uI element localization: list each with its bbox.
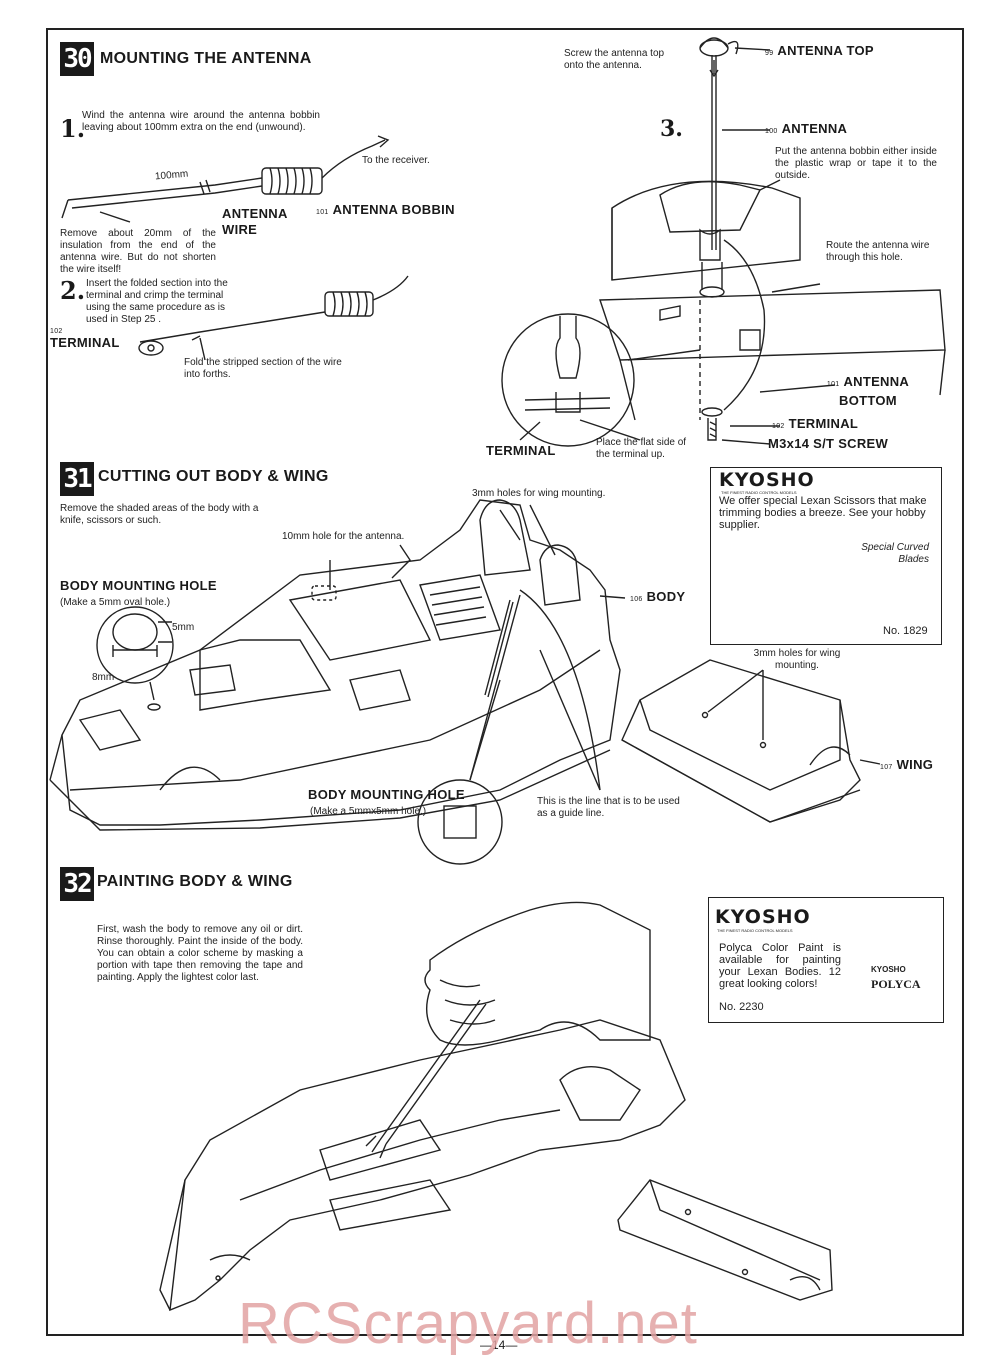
item-number-1829: No. 1829 [883, 625, 928, 637]
part-number: 101 [826, 381, 840, 388]
kyosho-scissors-ad: KYOSHO THE FINEST RADIO CONTROL MODELS W… [710, 467, 942, 645]
curved-blades-note: Special Curved Blades [861, 542, 929, 565]
remove-insulation-text: Remove about 20mm of the insulation from… [60, 228, 216, 275]
wing-holes-note: 3mm holes for wing mounting. [753, 648, 841, 671]
substep-3-number: 3. [660, 116, 683, 142]
antenna-wire-drawing [61, 135, 390, 223]
to-receiver-note: To the receiver. [362, 155, 430, 166]
jar-logo: KYOSHO [871, 965, 906, 974]
step-title-cutting-body: CUTTING OUT BODY & WING [98, 468, 329, 485]
part-number: 107 [880, 764, 893, 771]
screw-label: M3x14 S/T SCREW [768, 436, 889, 451]
dimension-8mm: 8mm [92, 672, 115, 683]
part-number: 101 [316, 209, 329, 216]
antenna-mount-drawing [501, 37, 946, 447]
page-frame [46, 28, 964, 1336]
jar-polyca-label: POLYCA [871, 977, 921, 991]
wing-mount-holes-note: 3mm holes for wing mounting. [472, 488, 606, 499]
dimension-5mm: 5mm [172, 622, 195, 633]
kyosho-paint-ad: KYOSHO THE FINEST RADIO CONTROL MODELS P… [708, 897, 944, 1023]
step-title-mounting-antenna: MOUNTING THE ANTENNA [100, 50, 312, 67]
body-mounting-hole-label: BODY MOUNTING HOLE [60, 578, 217, 593]
screw-antenna-top-note: Screw the antenna top onto the antenna. [564, 48, 665, 71]
body-mounting-hole-2-label: BODY MOUNTING HOLE [308, 787, 465, 802]
painting-instructions: First, wash the body to remove any oil o… [97, 924, 303, 983]
step-title-painting: PAINTING BODY & WING [97, 873, 293, 890]
kyosho-logo: KYOSHO [715, 906, 811, 928]
substep-2-text: Insert the folded section into the termi… [86, 278, 228, 325]
cutting-intro-text: Remove the shaded areas of the body with… [60, 503, 259, 526]
antenna-bobbin-placement-note: Put the antenna bobbin either inside the… [775, 146, 937, 181]
kyosho-tagline: THE FINEST RADIO CONTROL MODELS [717, 928, 793, 933]
painting-drawing [159, 901, 833, 1312]
guide-line-note: This is the line that is to be used as a… [537, 796, 680, 819]
step-number-31: 31 [60, 462, 94, 496]
terminal-detail-label: TERMINAL [486, 443, 556, 458]
step-number-32: 32 [60, 867, 94, 901]
page-number: —14— [480, 1338, 518, 1352]
step-number-30: 30 [60, 42, 94, 76]
oval-hole-note: (Make a 5mm oval hole.) [60, 597, 171, 608]
wing-cutout-drawing [621, 659, 881, 823]
body-shell-drawing [49, 499, 626, 865]
substep-2-number: 2. [60, 276, 86, 305]
square-hole-note: (Make a 5mmx5mm hole.) [310, 806, 427, 817]
flat-side-note: Place the flat side of the terminal up. [596, 437, 687, 460]
kyosho-tagline: THE FINEST RADIO CONTROL MODELS [721, 490, 797, 495]
part-number: 99 [765, 50, 774, 57]
antenna-wire-label: ANTENNA WIRE [222, 206, 288, 237]
item-number-2230: No. 2230 [719, 1001, 764, 1013]
part-number: 102 [50, 328, 63, 335]
terminal-wire-drawing [138, 275, 409, 361]
part-number: 102 [772, 423, 785, 430]
route-antenna-note: Route the antenna wire through this hole… [826, 240, 930, 263]
part-number: 106 [630, 596, 643, 603]
part-number: 100 [765, 128, 778, 135]
watermark: RCScrapyard.net [238, 1291, 698, 1356]
fold-stripped-note: Fold the stripped section of the wire in… [184, 357, 342, 380]
lexan-scissors-text: We offer special Lexan Scissors that mak… [719, 495, 927, 531]
substep-1-text: Wind the antenna wire around the antenna… [82, 110, 320, 133]
polyca-paint-text: Polyca Color Paint is available for pain… [719, 942, 841, 990]
substep-1-number: 1. [60, 114, 86, 143]
kyosho-logo: KYOSHO [719, 469, 815, 491]
antenna-hole-note: 10mm hole for the antenna. [282, 531, 405, 542]
